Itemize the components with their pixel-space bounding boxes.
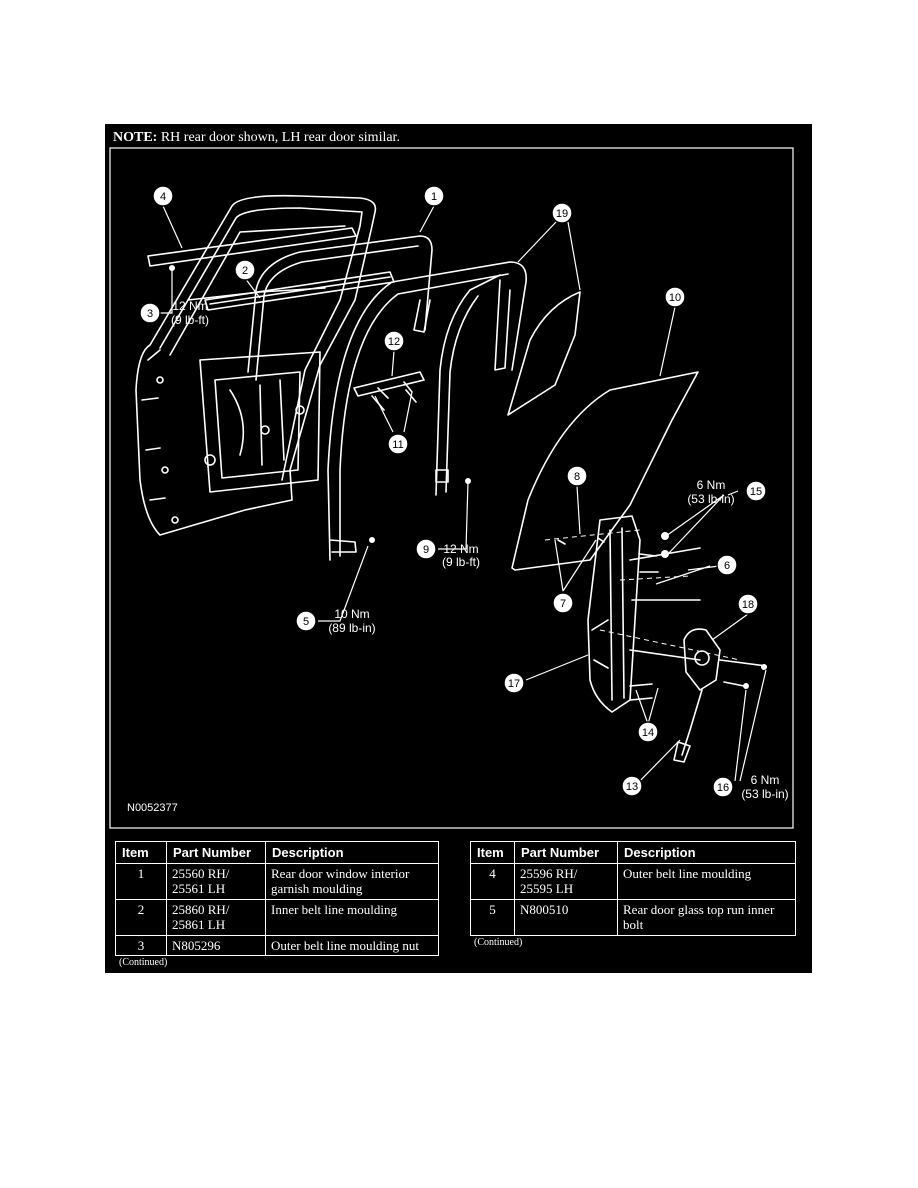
header-description: Description (617, 841, 796, 864)
cell-item: 3 (115, 935, 167, 956)
callout-1: 1 (431, 191, 437, 203)
note-label: NOTE: (113, 130, 158, 145)
table-header-row: Item Part Number Description (115, 841, 439, 864)
callout-13: 13 (626, 781, 638, 793)
callout-11: 11 (392, 439, 403, 451)
callout-12: 12 (388, 336, 400, 348)
table-row: 3 N805296 Outer belt line moulding nut (115, 935, 439, 956)
table-row: 5 N800510 Rear door glass top run inner … (470, 899, 796, 936)
cell-part: 25860 RH/ 25861 LH (166, 899, 266, 936)
continued-left: (Continued) (119, 957, 168, 968)
header-item: Item (470, 841, 515, 864)
callout-18: 18 (742, 599, 754, 611)
door-assembly-drawing (135, 194, 767, 763)
callout-14: 14 (642, 727, 654, 739)
torque-15-value: 6 Nm (697, 478, 726, 492)
cell-desc: Outer belt line moulding nut (265, 935, 439, 956)
continued-right: (Continued) (474, 937, 523, 948)
torque-16-value: 6 Nm (751, 773, 780, 787)
parts-table-right: Item Part Number Description 4 25596 RH/… (470, 841, 796, 936)
cell-desc: Rear door glass top run inner bolt (617, 899, 796, 936)
cell-item: 4 (470, 863, 515, 900)
header-part-number: Part Number (166, 841, 266, 864)
torque-9-value: 12 Nm (443, 542, 478, 556)
torque-9-imperial: (9 lb-ft) (442, 555, 480, 569)
table-header-row: Item Part Number Description (470, 841, 796, 864)
cell-part: N805296 (166, 935, 266, 956)
figure-code: N0052377 (127, 802, 178, 814)
cell-desc: Outer belt line moulding (617, 863, 796, 900)
cell-part: 25596 RH/ 25595 LH (514, 863, 618, 900)
callout-2: 2 (242, 265, 248, 277)
callout-17: 17 (508, 678, 520, 690)
cell-part: 25560 RH/ 25561 LH (166, 863, 266, 900)
cell-desc: Rear door window interior garnish mouldi… (265, 863, 439, 900)
callout-7: 7 (560, 598, 566, 610)
torque-15-imperial: (53 lb-in) (687, 492, 734, 506)
cell-desc: Inner belt line moulding (265, 899, 439, 936)
note-text: NOTE: RH rear door shown, LH rear door s… (113, 130, 400, 146)
header-part-number: Part Number (514, 841, 618, 864)
cell-item: 1 (115, 863, 167, 900)
torque-3-imperial: (9 lb-ft) (171, 313, 209, 327)
cell-item: 5 (470, 899, 515, 936)
cell-item: 2 (115, 899, 167, 936)
torque-5-imperial: (89 lb-in) (328, 621, 375, 635)
callout-9: 9 (423, 544, 429, 556)
callout-5: 5 (303, 616, 309, 628)
callout-8: 8 (574, 471, 580, 483)
callout-15: 15 (750, 486, 762, 498)
callout-4: 4 (160, 191, 166, 203)
callout-16: 16 (717, 782, 729, 794)
header-item: Item (115, 841, 167, 864)
callout-3: 3 (147, 308, 153, 320)
note-body: RH rear door shown, LH rear door similar… (157, 130, 400, 145)
header-description: Description (265, 841, 439, 864)
callout-10: 10 (669, 292, 681, 304)
callout-19: 19 (556, 208, 568, 220)
table-row: 1 25560 RH/ 25561 LH Rear door window in… (115, 863, 439, 900)
table-row: 4 25596 RH/ 25595 LH Outer belt line mou… (470, 863, 796, 900)
callout-markers (139, 185, 767, 798)
torque-5-value: 10 Nm (334, 607, 369, 621)
torque-16-imperial: (53 lb-in) (741, 787, 788, 801)
leader-lines (160, 205, 767, 787)
parts-table-left: Item Part Number Description 1 25560 RH/… (115, 841, 439, 956)
torque-3-value: 12 Nm (172, 299, 207, 313)
table-row: 2 25860 RH/ 25861 LH Inner belt line mou… (115, 899, 439, 936)
cell-part: N800510 (514, 899, 618, 936)
callout-numbers: 1 2 3 4 5 6 7 8 9 10 11 12 13 14 15 16 1… (147, 191, 762, 794)
callout-6: 6 (724, 560, 730, 572)
torque-labels: 12 Nm (9 lb-ft) 12 Nm (9 lb-ft) 10 Nm (8… (171, 299, 789, 801)
